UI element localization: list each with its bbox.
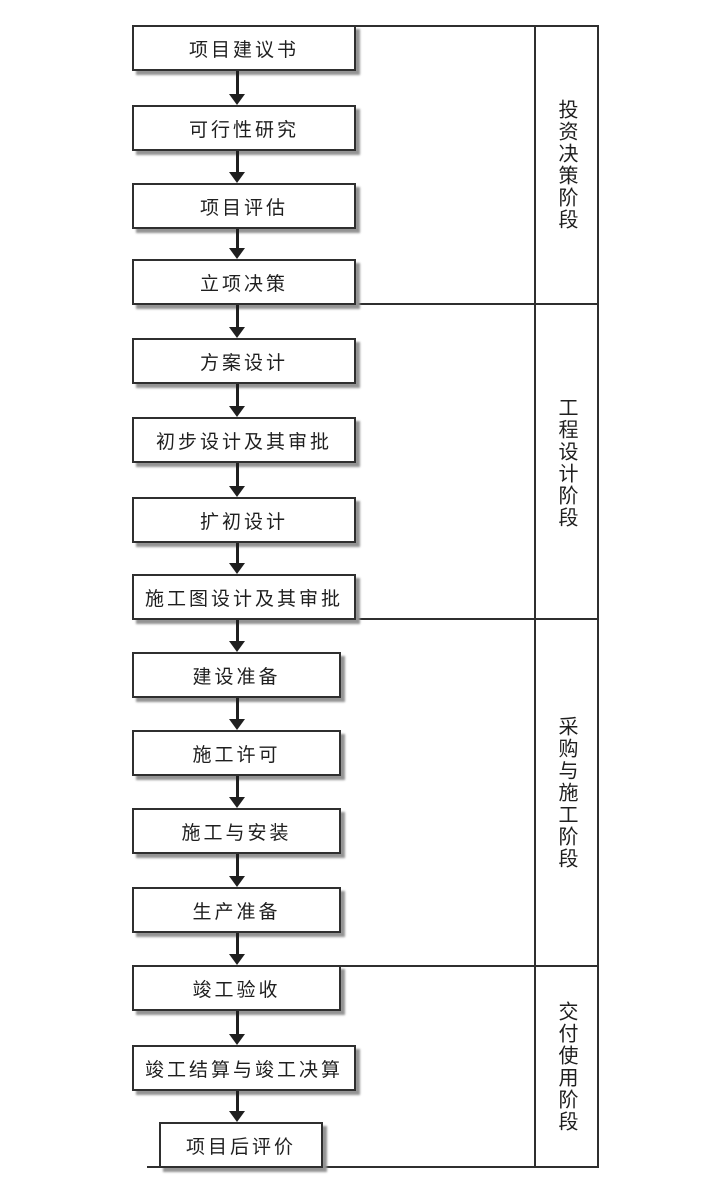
node-approval-decision: 立项决策 xyxy=(132,259,356,305)
down-arrow-icon xyxy=(229,71,245,105)
down-arrow-icon xyxy=(229,776,245,808)
down-arrow-icon xyxy=(229,543,245,574)
stage-separator-line-1 xyxy=(355,303,599,305)
down-arrow-icon xyxy=(229,1011,245,1045)
node-construction-permit: 施工许可 xyxy=(132,730,341,776)
node-construction-preparation: 建设准备 xyxy=(132,652,341,698)
stage-separator-line-3 xyxy=(339,965,599,967)
stage-label: 工程设计阶段 xyxy=(555,396,577,529)
down-arrow-icon xyxy=(229,305,245,338)
stage-column-left-border xyxy=(534,25,536,1168)
node-construction-and-installation: 施工与安装 xyxy=(132,808,341,854)
node-feasibility-study: 可行性研究 xyxy=(132,105,356,151)
connector-line-top xyxy=(355,25,599,27)
connector-line-bottom xyxy=(147,1166,599,1168)
down-arrow-icon xyxy=(229,1091,245,1122)
node-production-preparation: 生产准备 xyxy=(132,887,341,933)
node-completion-acceptance: 竣工验收 xyxy=(132,965,341,1011)
node-post-project-evaluation: 项目后评价 xyxy=(159,1122,323,1168)
node-preliminary-design-and-approval: 初步设计及其审批 xyxy=(132,417,356,463)
node-project-proposal: 项目建议书 xyxy=(132,25,356,71)
down-arrow-icon xyxy=(229,698,245,730)
node-completion-settlement-and-accounts: 竣工结算与竣工决算 xyxy=(132,1045,356,1091)
node-project-evaluation: 项目评估 xyxy=(132,183,356,229)
down-arrow-icon xyxy=(229,151,245,183)
node-scheme-design: 方案设计 xyxy=(132,338,356,384)
down-arrow-icon xyxy=(229,933,245,965)
stage-label: 交付使用阶段 xyxy=(555,1000,577,1133)
down-arrow-icon xyxy=(229,620,245,652)
stage-cell-engineering-design: 工程设计阶段 xyxy=(536,305,597,620)
stage-separator-line-2 xyxy=(355,618,599,620)
down-arrow-icon xyxy=(229,854,245,887)
down-arrow-icon xyxy=(229,384,245,417)
down-arrow-icon xyxy=(229,463,245,497)
stage-label: 采购与施工阶段 xyxy=(555,715,577,870)
stage-column-right-border xyxy=(597,25,599,1168)
stage-cell-handover-use: 交付使用阶段 xyxy=(536,965,597,1168)
node-construction-drawing-and-approval: 施工图设计及其审批 xyxy=(132,574,356,620)
node-extended-preliminary-design: 扩初设计 xyxy=(132,497,356,543)
stage-label: 投资决策阶段 xyxy=(555,99,577,231)
stage-cell-investment-decision: 投资决策阶段 xyxy=(536,25,597,305)
stage-cell-procurement-construction: 采购与施工阶段 xyxy=(536,620,597,965)
down-arrow-icon xyxy=(229,229,245,259)
